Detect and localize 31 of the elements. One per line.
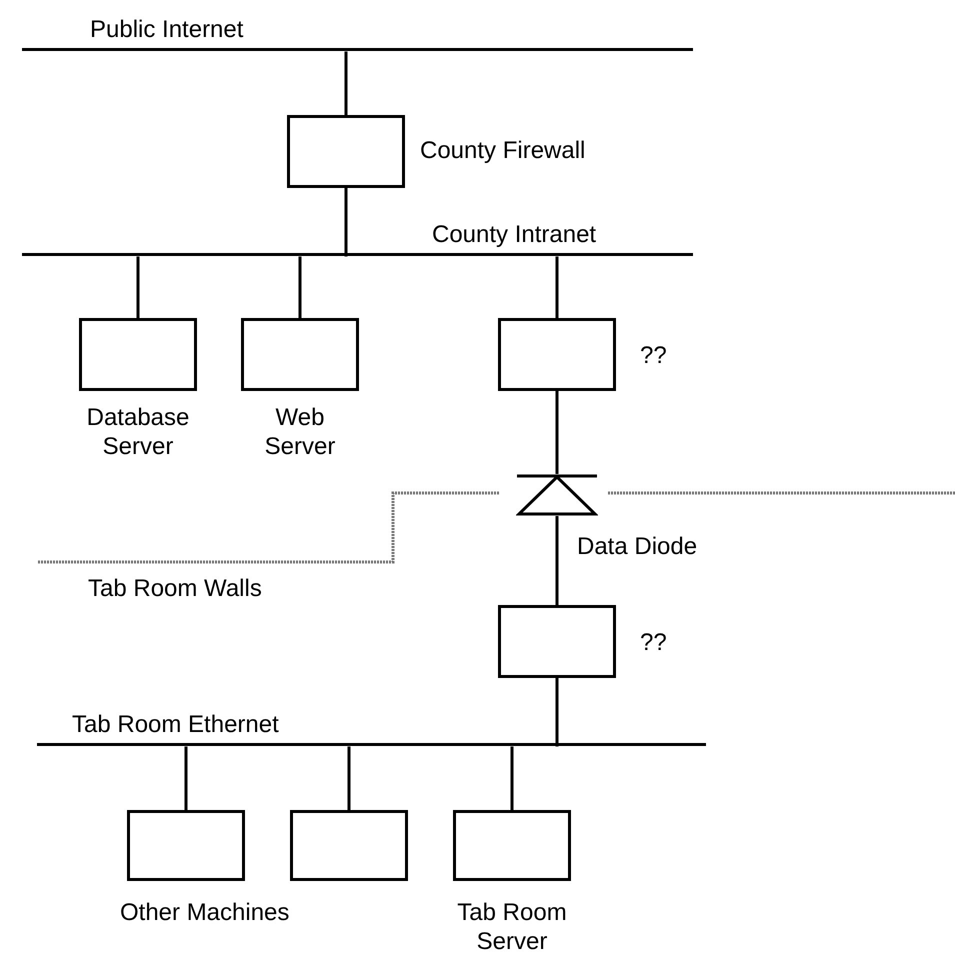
connector-line	[556, 256, 558, 318]
connector-line	[184, 746, 188, 810]
device-label: Data Diode	[577, 533, 698, 562]
network-label: Tab Room Ethernet	[72, 711, 279, 739]
connector-line	[298, 256, 302, 318]
network-label: County Intranet	[432, 221, 596, 249]
note-label: Other Machines	[120, 899, 290, 928]
device-label: Database Server	[86, 404, 190, 462]
network-label: Public Internet	[90, 16, 244, 44]
device-box	[290, 810, 408, 881]
device-label: ??	[640, 629, 668, 658]
connector-line	[556, 678, 558, 746]
connector-line	[348, 746, 350, 810]
connector-line	[344, 52, 348, 115]
device-box	[287, 115, 405, 188]
device-label: Web Server	[264, 404, 336, 462]
connector-line	[344, 188, 348, 256]
device-box	[79, 318, 197, 391]
device-box	[498, 605, 616, 678]
note-label: Tab Room Walls	[88, 575, 262, 604]
device-label: Tab Room Server	[456, 899, 568, 957]
connector-line	[556, 516, 558, 605]
device-label: County Firewall	[420, 137, 586, 166]
device-box	[453, 810, 571, 881]
connector-line	[136, 256, 140, 318]
device-box	[498, 318, 616, 391]
device-label: ??	[640, 342, 668, 371]
connector-line	[556, 391, 558, 474]
device-box	[127, 810, 245, 881]
device-box	[241, 318, 359, 391]
connector-line	[510, 746, 514, 810]
